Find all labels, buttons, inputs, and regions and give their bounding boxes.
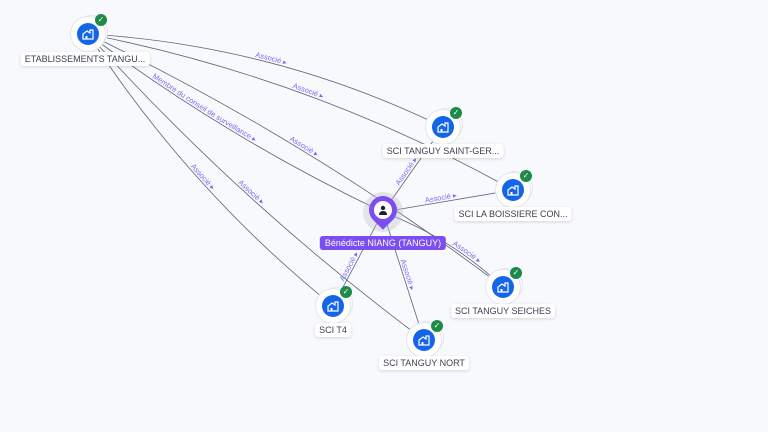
company-label-t4[interactable]: SCI T4 bbox=[315, 323, 351, 337]
edge-label: Associé ▸ bbox=[399, 258, 417, 292]
company-label-boissiere[interactable]: SCI LA BOISSIERE CON... bbox=[454, 207, 572, 221]
verified-check-icon: ✓ bbox=[95, 14, 107, 26]
edge-etab-saintger bbox=[87, 33, 444, 128]
company-node-boissiere[interactable]: ✓ bbox=[496, 170, 532, 207]
person-label[interactable]: Bénédicte NIANG (TANGUY) bbox=[319, 236, 447, 250]
edge-label: Associé ▸ bbox=[237, 178, 267, 206]
building-icon bbox=[492, 276, 514, 298]
edge-label: Associé ▸ bbox=[189, 162, 217, 192]
edge-label-text: Associé ▸ bbox=[288, 134, 320, 159]
verified-check-icon: ✓ bbox=[520, 170, 532, 182]
building-icon bbox=[77, 23, 99, 45]
edge-label-text: Membre du conseil de surveillance ▸ bbox=[151, 72, 258, 144]
company-label-etab[interactable]: ETABLISSEMENTS TANGU... bbox=[20, 52, 150, 66]
edge-label-text: Associé ▸ bbox=[393, 155, 419, 187]
building-icon bbox=[502, 179, 524, 201]
company-node-saintger[interactable]: ✓ bbox=[426, 107, 462, 144]
edge-label: Associé ▸ bbox=[292, 81, 326, 101]
edge-label: Membre du conseil de surveillance ▸ bbox=[151, 72, 258, 144]
edge-label-text: Associé ▸ bbox=[292, 81, 326, 101]
verified-check-icon: ✓ bbox=[340, 286, 352, 298]
edge-label-text: Associé ▸ bbox=[424, 191, 457, 205]
edge-label: Associé ▸ bbox=[393, 155, 419, 187]
verified-check-icon: ✓ bbox=[450, 107, 462, 119]
company-node-etab[interactable]: ✓ bbox=[71, 14, 107, 51]
verified-check-icon: ✓ bbox=[431, 320, 443, 332]
edge-label-text: Associé ▸ bbox=[237, 178, 267, 206]
edge-label: Associé ▸ bbox=[255, 50, 289, 67]
edge-label: Associé ▸ bbox=[288, 134, 320, 159]
company-label-seiches[interactable]: SCI TANGUY SEICHES bbox=[450, 304, 556, 318]
company-node-seiches[interactable]: ✓ bbox=[486, 267, 522, 304]
person-icon bbox=[374, 201, 392, 219]
edge-label: Associé ▸ bbox=[338, 250, 361, 283]
company-node-nort[interactable]: ✓ bbox=[407, 320, 443, 357]
edge-label-text: Associé ▸ bbox=[255, 50, 289, 67]
edge-etab-t4 bbox=[87, 33, 334, 307]
edge-etab-nort bbox=[87, 33, 425, 341]
edge-etab-boissiere bbox=[87, 33, 514, 191]
building-icon bbox=[432, 116, 454, 138]
building-icon bbox=[413, 329, 435, 351]
company-label-nort[interactable]: SCI TANGUY NORT bbox=[379, 356, 469, 370]
verified-check-icon: ✓ bbox=[510, 267, 522, 279]
person-node[interactable] bbox=[363, 190, 403, 232]
company-node-t4[interactable]: ✓ bbox=[316, 286, 352, 323]
edge-label-text: Associé ▸ bbox=[338, 250, 361, 283]
edge-label-text: Associé ▸ bbox=[399, 258, 417, 292]
company-label-saintger[interactable]: SCI TANGUY SAINT-GER... bbox=[382, 144, 504, 158]
edge-label: Associé ▸ bbox=[424, 191, 457, 205]
building-icon bbox=[322, 295, 344, 317]
edge-label-text: Associé ▸ bbox=[189, 162, 217, 192]
